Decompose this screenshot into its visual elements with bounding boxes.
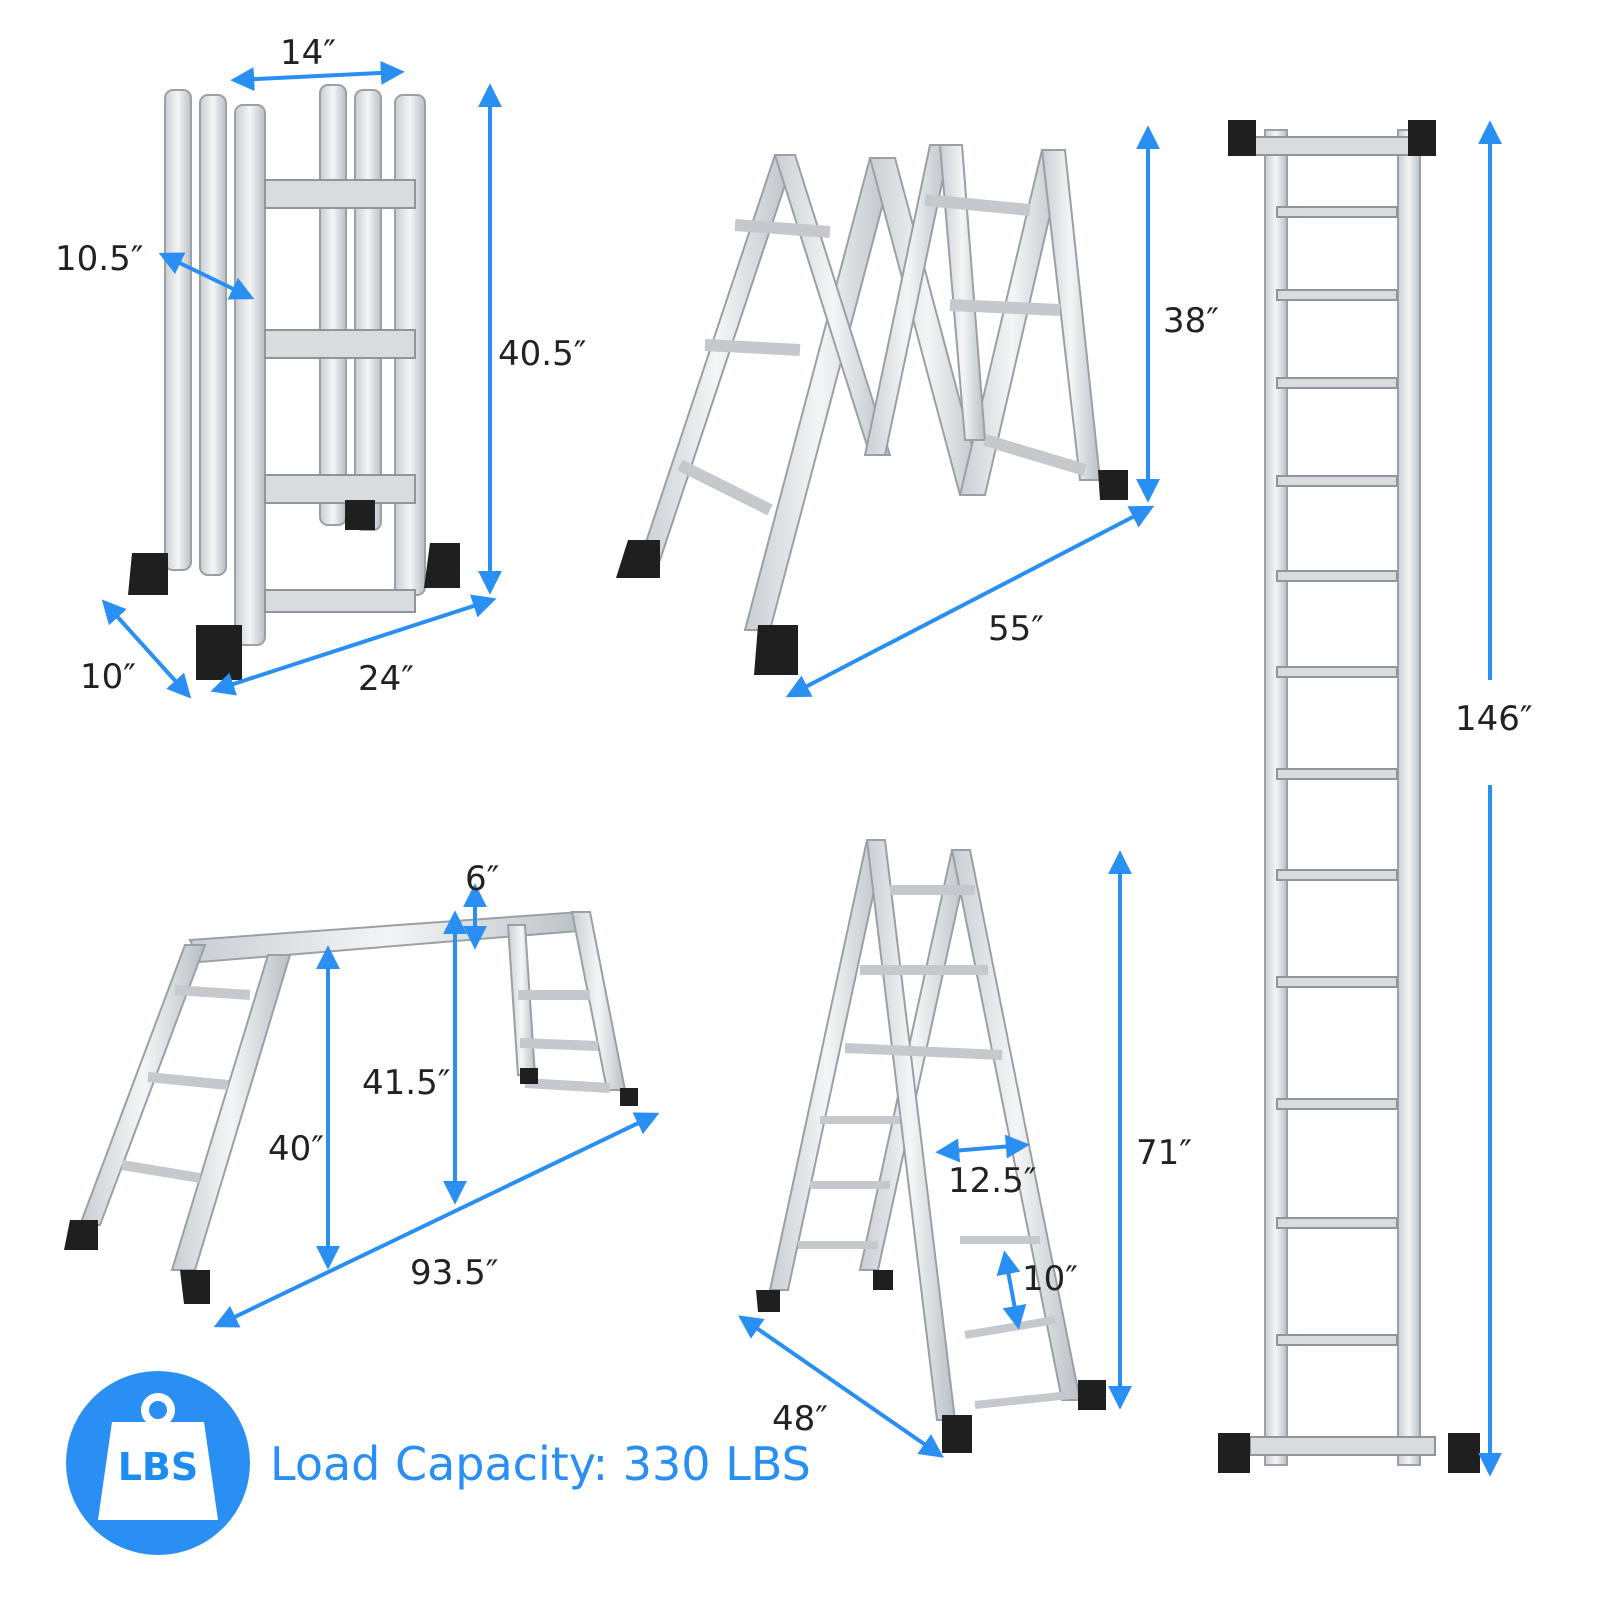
w-shape-ladder-illustration: [616, 144, 1128, 675]
a-frame-rung-width-label: 12.5″: [948, 1161, 1036, 1201]
extension-ladder-illustration: [1218, 120, 1480, 1473]
w-length-label: 55″: [988, 609, 1044, 649]
scaffold-ladder-view: 6″ 41.5″ 40″ 93.5″: [64, 859, 660, 1328]
extension-ladder-view: 146″: [1218, 120, 1533, 1477]
scaffold-ladder-illustration: [64, 910, 638, 1304]
a-frame-ladder-view: 71″ 12.5″ 10″ 48″: [738, 839, 1192, 1458]
load-capacity-caption: Load Capacity: 330 LBS: [270, 1437, 811, 1491]
folded-ladder-view: 14″ 10.5″ 40.5″ 10″ 24″: [55, 33, 586, 699]
w-shape-ladder-view: 38″ 55″: [616, 125, 1219, 698]
extension-height-label: 146″: [1455, 699, 1533, 739]
scaffold-inner-height-label: 41.5″: [362, 1063, 450, 1103]
folded-height-label: 40.5″: [498, 334, 586, 374]
folded-base-width-label: 24″: [358, 659, 414, 699]
weight-icon: [98, 1393, 218, 1520]
folded-width-label: 14″: [280, 33, 336, 73]
a-frame-ladder-illustration: [756, 839, 1106, 1453]
a-frame-height-label: 71″: [1136, 1133, 1192, 1173]
a-frame-base-length-label: 48″: [772, 1399, 828, 1439]
scaffold-top-gap-label: 6″: [465, 859, 499, 899]
folded-top-depth-label: 10.5″: [55, 239, 143, 279]
scaffold-length-label: 93.5″: [410, 1253, 498, 1293]
load-capacity-badge: LBS: [66, 1371, 250, 1555]
scaffold-leg-height-label: 40″: [268, 1129, 324, 1169]
lbs-badge-text: LBS: [118, 1445, 199, 1489]
folded-base-depth-label: 10″: [80, 657, 136, 697]
folded-ladder-illustration: [128, 84, 460, 680]
a-frame-rung-spacing-label: 10″: [1022, 1259, 1078, 1299]
w-height-label: 38″: [1163, 301, 1219, 341]
